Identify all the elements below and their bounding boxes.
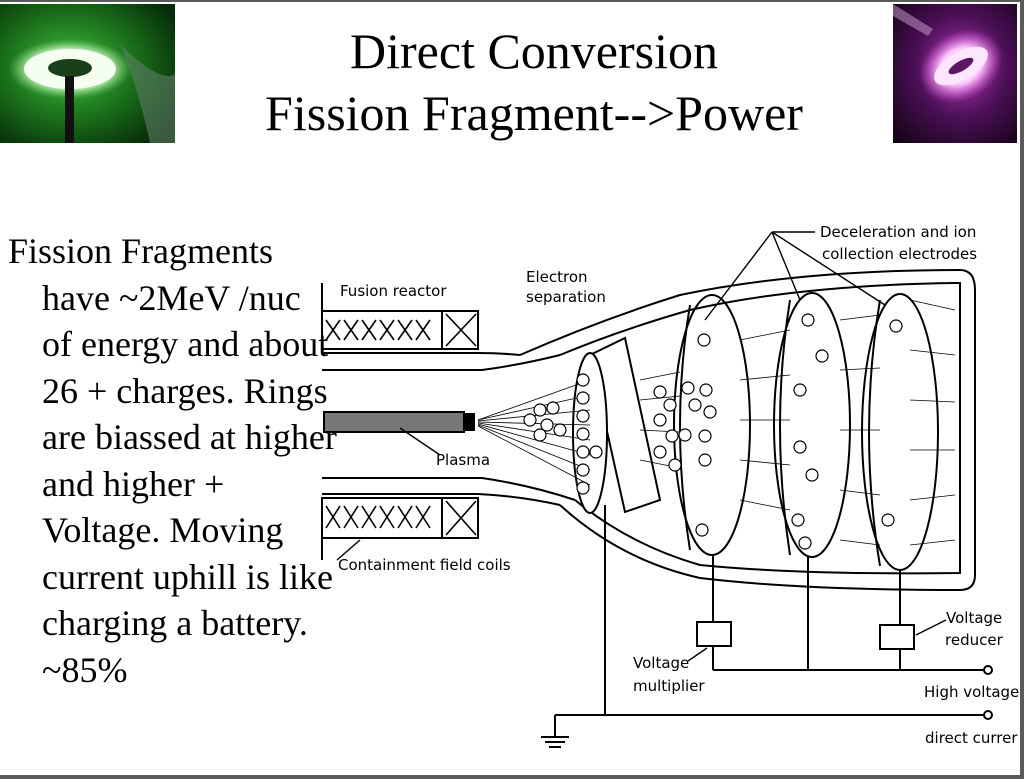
body-first-line: Fission Fragments [8,231,274,271]
lower-coil-block [321,497,479,539]
charge-symbols [523,313,903,550]
label-deceleration-1: Deceleration and ion [820,223,976,241]
label-high-voltage: High voltage [924,683,1019,701]
voltage-reducer-box [879,624,915,650]
label-fusion-reactor: Fusion reactor [340,282,447,300]
body-text: Fission Fragments have ~2MeV /nuc of ene… [8,228,338,693]
magenta-glowing-ring-photo [893,4,1017,143]
direct-conversion-diagram: Fusion reactor Electron separation Decel… [321,223,1019,748]
upper-coil-block [321,310,479,350]
label-plasma: Plasma [436,451,490,469]
label-deceleration-2: collection electrodes [822,245,977,263]
green-glowing-ring-photo [0,4,175,143]
label-voltage-reducer-1: Voltage [946,609,1002,627]
label-voltage-multiplier-1: Voltage [633,654,689,672]
label-containment-field-coils: Containment field coils [338,556,511,574]
label-electron-separation-2: separation [526,288,606,306]
body-rest: have ~2MeV /nuc of energy and about 26 +… [42,277,337,690]
label-direct-current: direct currer [925,729,1018,747]
voltage-multiplier-box [696,621,732,647]
label-voltage-reducer-2: reducer [945,631,1004,649]
title-line-1: Direct Conversion [350,23,718,79]
plasma-rod [323,411,465,433]
title-line-2: Fission Fragment-->Power [265,85,803,141]
label-electron-separation-1: Electron [526,268,588,286]
slide-title: Direct Conversion Fission Fragment-->Pow… [175,20,893,144]
label-voltage-multiplier-2: multiplier [633,677,705,695]
